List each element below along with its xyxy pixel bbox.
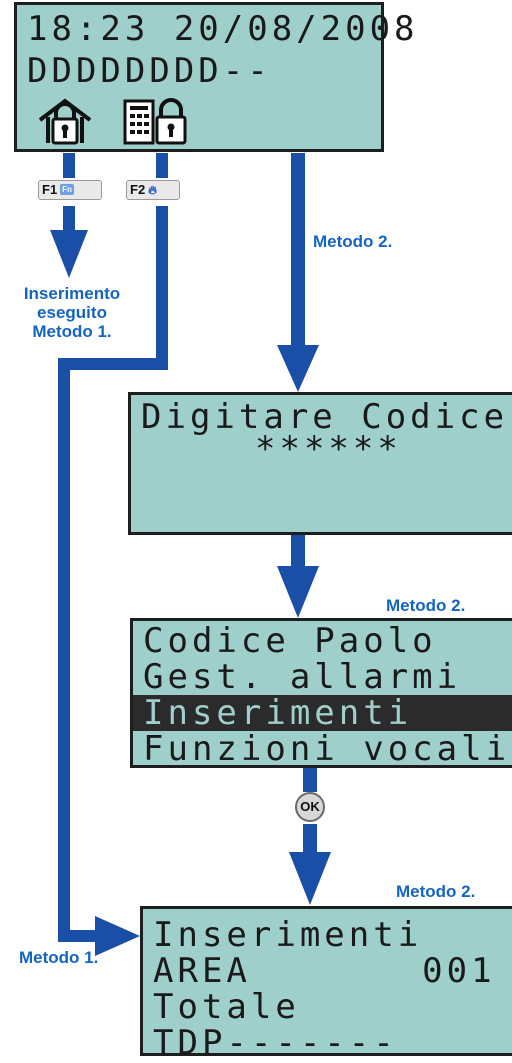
flame-icon: 🔥︎ [148,183,157,197]
datetime-text: 18:23 20/08/2008 [27,9,419,49]
prompt-text: Digitare Codice [141,397,509,437]
status-text: DDDDDDDD-- [27,51,272,91]
code-mask-text: ****** [255,429,402,469]
f1-connector-line-lower [63,206,75,236]
tdp-text: TDP------- [153,1023,398,1063]
metodo2-arrowhead-3 [289,852,331,905]
menu-item-gest-allarmi[interactable]: Gest. allarmi [143,657,462,697]
f1-key-label: F1 [42,182,58,197]
keypad-lock-icon[interactable] [123,97,187,151]
metodo2-arrowhead-1 [277,345,319,392]
metodo2-label-top: Metodo 2. [313,232,393,251]
lcd-screen-menu: Codice Paolo Gest. allarmi Inserimenti F… [130,618,512,768]
inserimento-label-3: Metodo 1. [32,322,112,341]
area-text: AREA 001 [153,951,496,991]
lcd-screen-code: Digitare Codice ****** [128,392,512,535]
f2-connector-horizontal [58,358,168,370]
f2-connector-line-lower [156,206,168,368]
lcd-screen-status: 18:23 20/08/2008 DDDDDDDD-- [14,2,415,152]
metodo1-connector-vertical [58,358,70,940]
title-text: Inserimenti [153,915,423,955]
mode-text: Totale [153,987,300,1027]
metodo2-arrowhead-2 [277,566,319,618]
menu-user-text: Codice Paolo [143,621,437,661]
menu-highlight-bar [133,695,512,731]
menu-item-funzioni-vocali[interactable]: Funzioni vocali [143,729,511,769]
metodo2-label-mid: Metodo 2. [386,596,466,615]
screen2-to-screen3-line [291,535,305,573]
f2-key-label: F2 [130,182,146,197]
ok-button[interactable]: OK [295,792,325,822]
f1-connector-line [63,153,75,178]
metodo2-label-bottom: Metodo 2. [396,882,476,901]
fn-badge: Fn [60,184,74,195]
metodo2-connector-line [291,153,305,353]
screen3-to-ok-line [303,766,317,792]
house-lock-icon[interactable] [37,97,93,151]
ok-to-screen4-line [303,824,317,860]
inserimento-label-1: Inserimento [23,284,121,303]
metodo1-label-bottom: Metodo 1. [19,948,99,967]
menu-item-inserimenti-selected[interactable]: Inserimenti [143,693,413,733]
metodo1-connector-horizontal [58,930,98,942]
lcd-screen-inserimenti: Inserimenti AREA 001 Totale TDP------- [140,906,512,1061]
f2-connector-line [156,153,168,178]
f1-arrowhead [50,230,88,278]
inserimento-label-2: eseguito [37,303,107,322]
metodo1-arrowhead [95,916,140,956]
f2-flame-key[interactable]: F2🔥︎ [126,180,180,200]
